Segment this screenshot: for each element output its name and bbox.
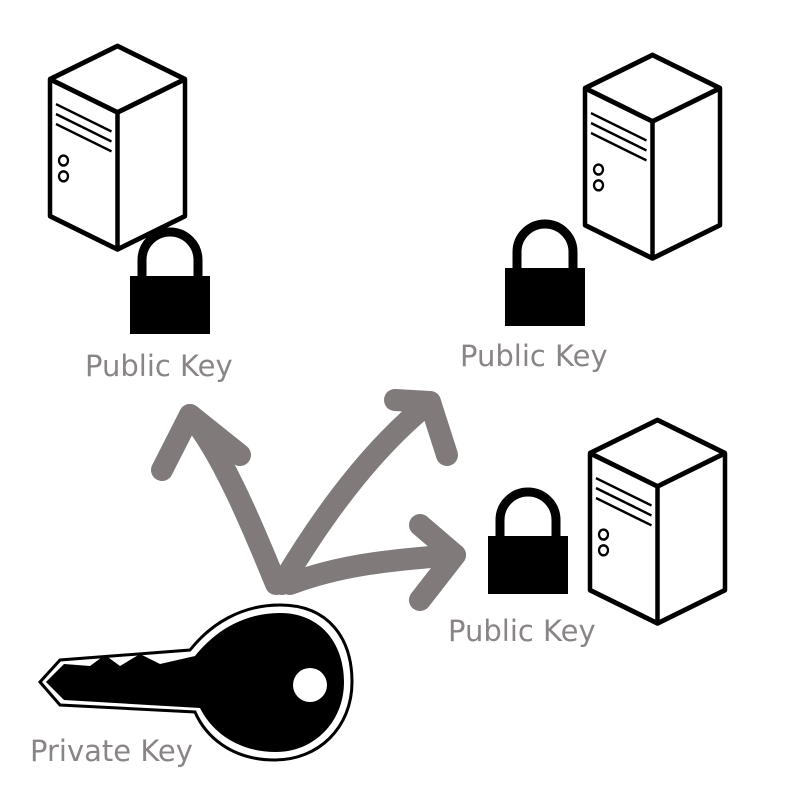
public-key-label-bottom-right: Public Key [448,614,596,648]
arrow-head-left [151,404,251,481]
server-icon [590,420,725,623]
private-key-label: Private Key [30,734,193,768]
padlock-icon [130,232,210,334]
padlock-icon [505,224,585,326]
arrow-head-top-right [384,389,458,466]
public-key-label-left: Public Key [85,349,233,383]
arrow-head-bottom-right [409,514,466,611]
server-icon [585,55,720,258]
arrow-to-bottom-right-server [279,544,466,595]
server-icon [50,46,185,249]
public-key-label-top-right: Public Key [460,339,608,373]
arrow-group [151,389,466,611]
padlock-icon [488,492,568,594]
key-icon [37,603,354,762]
arrow-to-top-right-server [271,391,441,595]
